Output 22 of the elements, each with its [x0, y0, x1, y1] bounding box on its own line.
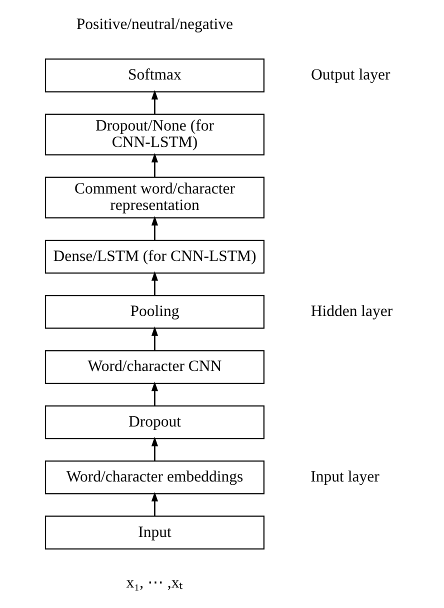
arrow — [151, 152, 158, 178]
arrow — [151, 271, 158, 296]
label: x₁, ⋯ ,xₜ — [126, 574, 184, 592]
label: Input layer — [310, 468, 380, 486]
label: Positive/neutral/negative — [76, 16, 234, 33]
node-box: Softmax — [44, 58, 264, 92]
node-box: Comment word/character representation — [44, 176, 264, 218]
arrow — [151, 216, 158, 240]
node-box: Dropout/None (for CNN-LSTM) — [44, 114, 264, 156]
node-box: Word/character CNN — [44, 350, 264, 384]
label: Output layer — [311, 66, 390, 84]
node-box: Dropout — [44, 405, 264, 440]
node-box: Dense/LSTM (for CNN-LSTM) — [44, 240, 264, 274]
node-box: Pooling — [44, 295, 264, 329]
arrow — [151, 492, 158, 516]
label: Hidden layer — [310, 303, 393, 320]
arrow — [151, 90, 158, 114]
node-box: Input — [44, 516, 264, 550]
arrow — [151, 436, 158, 461]
node-box: Word/character embeddings — [44, 460, 264, 494]
arrow — [151, 382, 158, 406]
arrow — [151, 326, 158, 351]
